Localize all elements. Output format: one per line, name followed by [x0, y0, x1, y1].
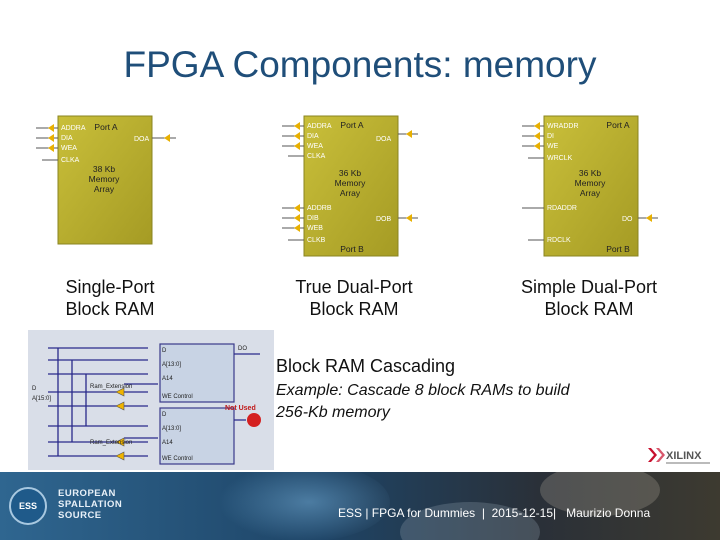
svg-text:Ram_Extension: Ram_Extension: [90, 384, 132, 390]
pin-clka: CLKA: [307, 153, 326, 160]
port-a-label: Port A: [94, 122, 117, 132]
example-line: Example: Cascade 8 block RAMs to build: [276, 382, 570, 399]
array-word-array: Array: [94, 184, 115, 194]
true-dual-port-ram-diagram: ADDRA DIA WEA CLKA DOA ADDRB DIB WEB CLK…: [282, 115, 418, 257]
footer-band: ESS: [0, 472, 720, 540]
svg-text:WE Control: WE Control: [162, 394, 193, 400]
label-line: Block RAM: [544, 299, 634, 319]
array-word-array: Array: [580, 188, 601, 198]
footer-text: ESS | FPGA for Dummies | 2015-12-15| Mau…: [338, 506, 651, 520]
single-port-label: Single-Port Block RAM: [40, 276, 180, 320]
cascading-title: Block RAM Cascading: [276, 356, 456, 376]
pin-wea: WEA: [307, 143, 323, 150]
port-a-label: Port A: [606, 120, 629, 130]
pin-do: DO: [622, 216, 633, 223]
pin-wrclk: WRCLK: [547, 155, 573, 162]
array-word-memory: Memory: [335, 178, 366, 188]
svg-text:Ram_Extension: Ram_Extension: [90, 440, 132, 446]
svg-text:A14: A14: [162, 440, 173, 446]
ess-line: EUROPEAN: [58, 488, 116, 499]
array-size: 38 Kb: [93, 164, 115, 174]
ess-logo-text: EUROPEAN SPALLATION SOURCE: [58, 488, 122, 521]
pin-clka: CLKA: [61, 157, 80, 164]
pin-dob: DOB: [376, 216, 392, 223]
pin-dib: DIB: [307, 215, 319, 222]
slide-title: FPGA Components: memory: [123, 44, 597, 85]
svg-text:A[13:0]: A[13:0]: [162, 426, 181, 432]
label-line: Single-Port: [65, 277, 155, 297]
pin-wea: WEA: [61, 145, 77, 152]
pin-clkb: CLKB: [307, 237, 326, 244]
xilinx-logo: XILINX: [648, 448, 710, 464]
array-word-array: Array: [340, 188, 361, 198]
pin-rdclk: RDCLK: [547, 237, 571, 244]
simple-dual-port-ram-diagram: WRADDR DI WE WRCLK RDADDR RDCLK DO Port …: [522, 115, 658, 257]
pin-addrb: ADDRB: [307, 205, 332, 212]
ess-badge: ESS: [19, 501, 37, 511]
svg-text:D: D: [162, 412, 167, 418]
svg-text:DO: DO: [238, 346, 247, 352]
pin-web: WEB: [307, 225, 323, 232]
ess-line: SPALLATION: [58, 499, 123, 510]
example-line: 256-Kb memory: [276, 404, 390, 421]
array-word-memory: Memory: [575, 178, 606, 188]
pin-di: DI: [547, 133, 554, 140]
label-line: Block RAM: [309, 299, 399, 319]
not-used-label: Not Used: [225, 405, 256, 412]
pin-addra: ADDRA: [61, 125, 86, 132]
port-b-label: Port B: [340, 244, 364, 254]
array-size: 36 Kb: [339, 168, 361, 178]
label-line: True Dual-Port: [295, 277, 413, 297]
array-word-memory: Memory: [89, 174, 120, 184]
svg-text:A[13:0]: A[13:0]: [162, 362, 181, 368]
svg-text:D: D: [162, 348, 167, 354]
pin-doa: DOA: [376, 136, 392, 143]
pin-addra: ADDRA: [307, 123, 332, 130]
single-port-ram-diagram: ADDRA DIA WEA CLKA DOA Port A 38 Kb Memo…: [36, 115, 176, 245]
pin-dia: DIA: [307, 133, 319, 140]
ess-line: SOURCE: [58, 510, 102, 521]
pin-dia: DIA: [61, 135, 73, 142]
svg-text:A[15:0]: A[15:0]: [32, 396, 51, 402]
svg-text:D: D: [32, 386, 37, 392]
array-size: 36 Kb: [579, 168, 601, 178]
port-b-label: Port B: [606, 244, 630, 254]
svg-text:WE Control: WE Control: [162, 456, 193, 462]
pin-doa: DOA: [134, 136, 150, 143]
port-a-label: Port A: [340, 120, 363, 130]
pin-we: WE: [547, 143, 559, 150]
cascade-schematic: D A[13:0] A14 WE Control D A[13:0] A14 WE Co…: [28, 330, 274, 470]
pin-rdaddr: RDADDR: [547, 205, 577, 212]
xilinx-wordmark: XILINX: [666, 450, 702, 462]
true-dual-port-label: True Dual-Port Block RAM: [274, 276, 434, 320]
svg-text:A14: A14: [162, 376, 173, 382]
label-line: Block RAM: [65, 299, 155, 319]
cascading-example: Example: Cascade 8 block RAMs to build 2…: [276, 380, 636, 424]
pin-wraddr: WRADDR: [547, 123, 579, 130]
simple-dual-port-label: Simple Dual-Port Block RAM: [504, 276, 674, 320]
label-line: Simple Dual-Port: [520, 277, 658, 297]
